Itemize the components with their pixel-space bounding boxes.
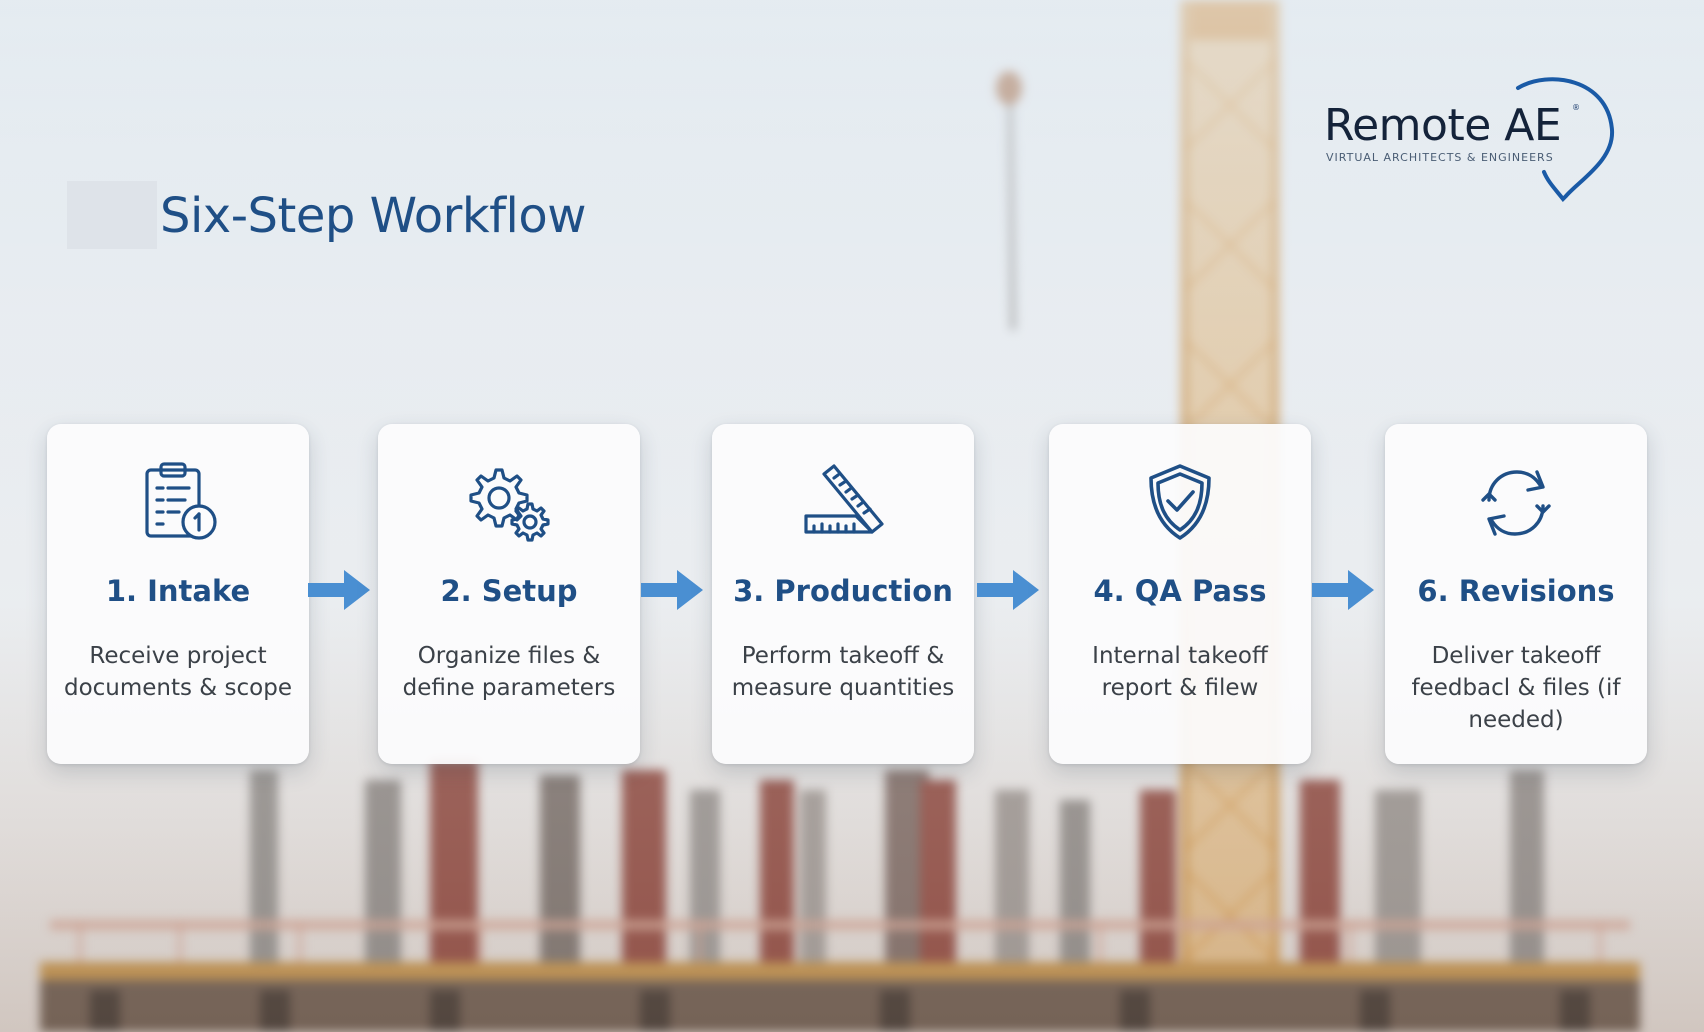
gears-icon xyxy=(469,468,550,542)
location-pin-icon xyxy=(1516,77,1615,202)
step-description: Internal takeoff report & filew xyxy=(1092,643,1268,701)
arrow-right-icon xyxy=(1312,570,1374,610)
step-card-setup: 2. Setup Organize files & define paramet… xyxy=(378,424,640,764)
step-title: 2. Setup xyxy=(440,574,578,608)
registered-mark: ® xyxy=(1572,103,1580,112)
step-description: Receive project documents & scope xyxy=(63,643,293,701)
arrow-right-icon xyxy=(977,570,1039,610)
step-description: Deliver takeoff feedbacl & files (if nee… xyxy=(1411,643,1621,733)
step-card-production: 3. Production Perform takeoff & measure … xyxy=(712,424,974,764)
company-logo: Remote AE ® VIRTUAL ARCHITECTS & ENGINEE… xyxy=(1318,72,1618,202)
ruler-icon xyxy=(804,464,884,534)
arrow-right-icon xyxy=(641,570,703,610)
title-accent-block xyxy=(67,181,157,249)
logo-wordmark: Remote AE xyxy=(1324,100,1562,151)
arrow-right-icon xyxy=(308,570,370,610)
step-title: 4. QA Pass xyxy=(1093,574,1267,608)
step-description: Perform takeoff & measure quantities xyxy=(731,643,955,701)
step-card-intake: 1. Intake Receive project documents & sc… xyxy=(47,424,309,764)
clipboard-icon xyxy=(145,462,217,540)
step-description: Organize files & define parameters xyxy=(402,643,616,701)
step-title: 6. Revisions xyxy=(1417,574,1615,608)
shield-check-icon xyxy=(1149,464,1211,540)
refresh-icon xyxy=(1481,470,1551,536)
step-card-qa-pass: 4. QA Pass Internal takeoff report & fil… xyxy=(1049,424,1311,764)
step-title: 1. Intake xyxy=(105,574,251,608)
step-title: 3. Production xyxy=(733,574,953,608)
step-card-revisions: 6. Revisions Deliver takeoff feedbacl & … xyxy=(1385,424,1647,764)
logo-tagline: VIRTUAL ARCHITECTS & ENGINEERS xyxy=(1326,151,1554,164)
page-title: Six-Step Workflow xyxy=(160,188,586,244)
